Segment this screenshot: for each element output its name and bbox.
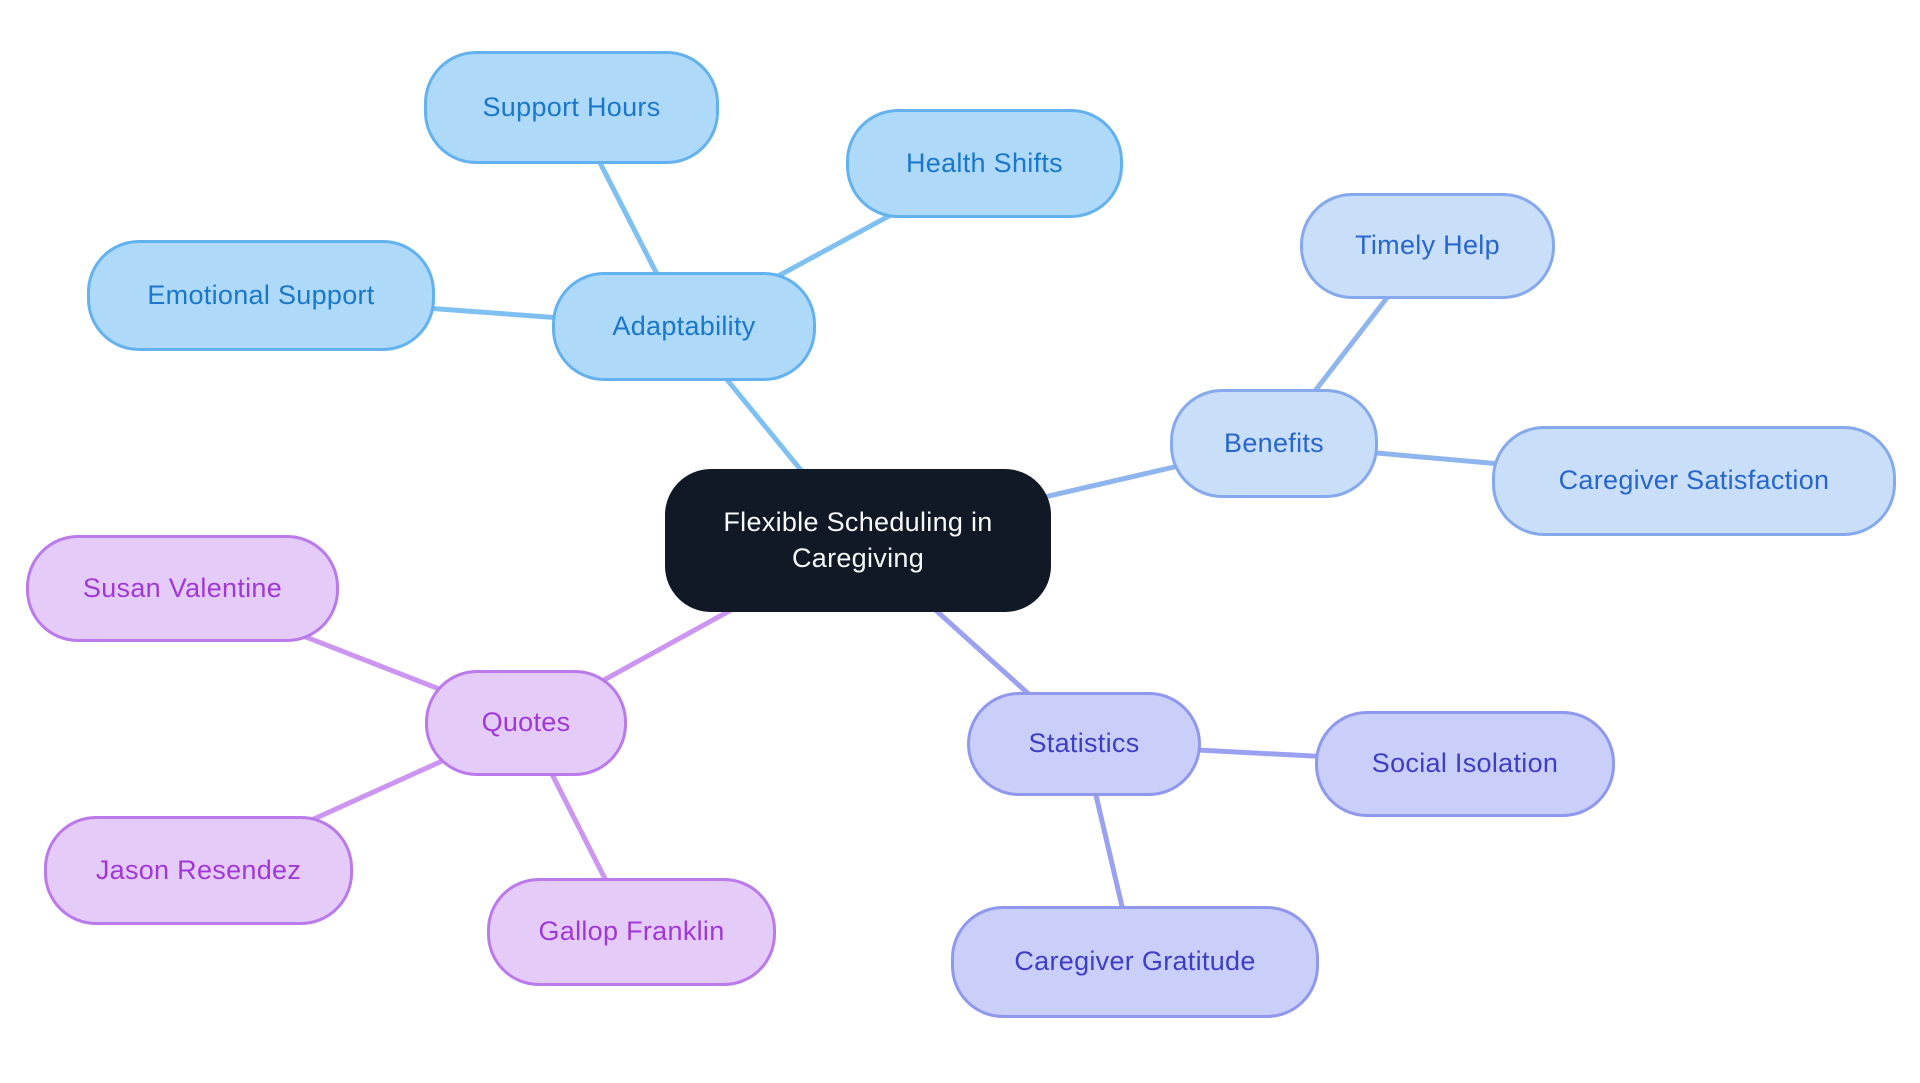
node-caregiver-gratitude[interactable]: Caregiver Gratitude [951, 906, 1319, 1018]
node-health-shifts[interactable]: Health Shifts [846, 109, 1123, 218]
node-label: Susan Valentine [82, 572, 283, 603]
central-topic-label: Flexible Scheduling in Caregiving [723, 507, 993, 573]
node-caregiver-satisfaction[interactable]: Caregiver Satisfaction [1492, 426, 1896, 536]
node-label: Adaptability [612, 310, 756, 341]
node-emotional-support[interactable]: Emotional Support [87, 240, 435, 351]
node-label: Benefits [1224, 427, 1324, 458]
node-label: Statistics [1028, 728, 1140, 759]
node-support-hours[interactable]: Support Hours [424, 51, 719, 164]
node-central-topic[interactable]: Flexible Scheduling in Caregiving [665, 469, 1051, 612]
node-benefits[interactable]: Benefits [1170, 389, 1378, 498]
node-label: Social Isolation [1371, 748, 1559, 779]
node-label: Caregiver Satisfaction [1558, 465, 1830, 496]
node-timely-help[interactable]: Timely Help [1300, 193, 1555, 299]
node-label: Gallop Franklin [538, 916, 725, 947]
node-adaptability[interactable]: Adaptability [552, 272, 816, 381]
node-label: Emotional Support [147, 279, 375, 310]
node-label: Quotes [481, 707, 571, 738]
node-quotes[interactable]: Quotes [425, 670, 627, 776]
node-social-isolation[interactable]: Social Isolation [1315, 711, 1615, 817]
node-label: Health Shifts [906, 147, 1063, 178]
node-jason-resendez[interactable]: Jason Resendez [44, 816, 353, 925]
node-label: Jason Resendez [95, 854, 302, 885]
node-statistics[interactable]: Statistics [967, 692, 1201, 796]
node-gallop-franklin[interactable]: Gallop Franklin [487, 878, 776, 986]
node-label: Support Hours [482, 91, 661, 122]
node-label: Timely Help [1355, 230, 1500, 261]
node-label: Caregiver Gratitude [1014, 946, 1256, 977]
node-susan-valentine[interactable]: Susan Valentine [26, 535, 339, 642]
